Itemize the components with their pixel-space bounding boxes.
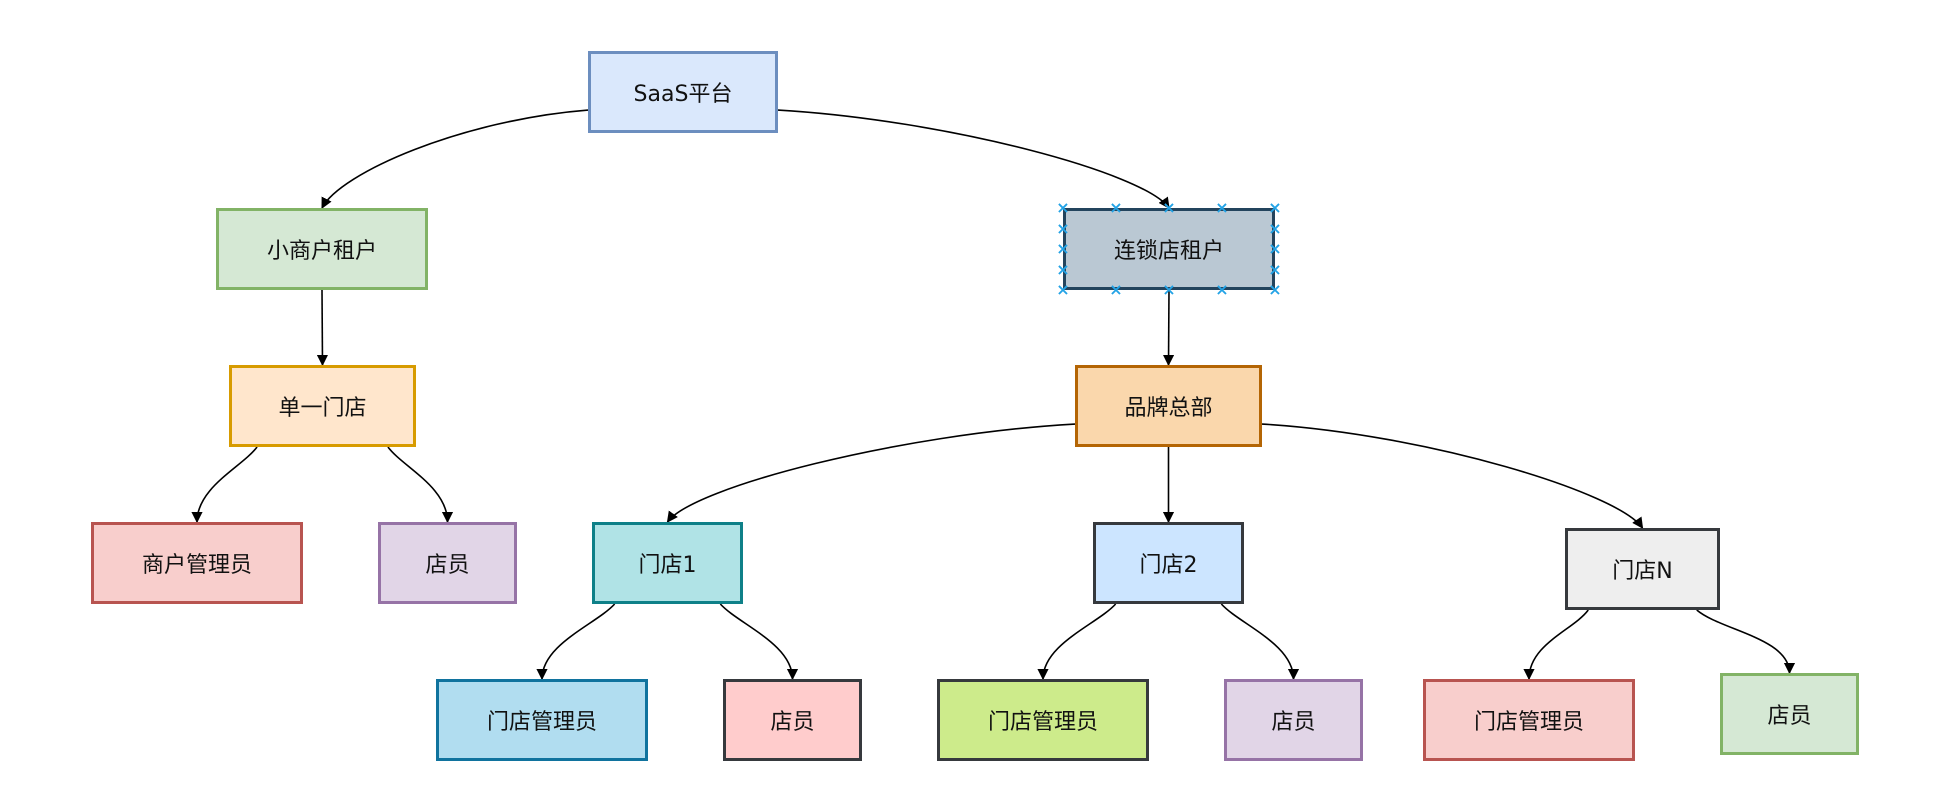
- node-label: SaaS平台: [633, 82, 733, 107]
- selection-handle-icon[interactable]: ×: [1215, 198, 1229, 217]
- node-store-admin[interactable]: 门店管理员: [937, 679, 1149, 761]
- node-label: 店员: [1271, 710, 1316, 735]
- node-store-admin[interactable]: 门店管理员: [436, 679, 648, 761]
- node-small-merchant-tenant[interactable]: 小商户租户: [216, 208, 428, 290]
- node-clerk[interactable]: 店员: [378, 522, 517, 604]
- selection-handle-icon[interactable]: ×: [1162, 198, 1176, 217]
- node-label: 门店管理员: [987, 710, 1098, 735]
- selection-handle-icon[interactable]: ×: [1109, 280, 1123, 299]
- node-label: 门店1: [638, 553, 697, 578]
- node-store-admin[interactable]: 门店管理员: [1423, 679, 1635, 761]
- node-single-store[interactable]: 单一门店: [229, 365, 416, 447]
- node-label: 店员: [770, 710, 815, 735]
- node-store-n[interactable]: 门店N: [1565, 528, 1720, 610]
- selection-handle-icon[interactable]: ×: [1056, 280, 1070, 299]
- node-chain-store-tenant[interactable]: 连锁店租户: [1063, 208, 1275, 290]
- node-saas-platform[interactable]: SaaS平台: [588, 51, 778, 133]
- edge-small_tenant-to-single_store[interactable]: [316, 289, 329, 367]
- node-label: 小商户租户: [266, 239, 377, 264]
- node-label: 商户管理员: [141, 553, 252, 578]
- selection-handle-icon[interactable]: ×: [1268, 280, 1282, 299]
- node-label: 门店管理员: [1473, 710, 1584, 735]
- node-label: 店员: [1767, 704, 1812, 729]
- edge-storeN-to-sN_admin[interactable]: [1523, 609, 1589, 681]
- node-label: 门店2: [1139, 553, 1198, 578]
- edge-storeN-to-sN_clerk[interactable]: [1696, 609, 1796, 675]
- selection-handle-icon[interactable]: ×: [1162, 280, 1176, 299]
- edge-hq-to-storeN[interactable]: [1261, 423, 1644, 529]
- edge-chain_tenant-to-hq[interactable]: [1162, 289, 1175, 367]
- edge-saas-to-chain_tenant[interactable]: [777, 109, 1170, 209]
- selection-handle-icon[interactable]: ×: [1056, 239, 1070, 258]
- edge-store2-to-s2_clerk[interactable]: [1220, 603, 1300, 681]
- node-clerk[interactable]: 店员: [1720, 673, 1859, 755]
- selection-handle-icon[interactable]: ×: [1109, 198, 1123, 217]
- node-label: 门店管理员: [486, 710, 597, 735]
- node-label: 门店N: [1612, 559, 1673, 584]
- selection-handle-icon[interactable]: ×: [1215, 280, 1229, 299]
- selection-handle-icon[interactable]: ×: [1056, 218, 1070, 238]
- node-store-1[interactable]: 门店1: [592, 522, 743, 604]
- selection-handle-icon[interactable]: ×: [1268, 218, 1282, 238]
- edge-single_store-to-small_clerk[interactable]: [387, 446, 454, 524]
- node-clerk[interactable]: 店员: [723, 679, 862, 761]
- edge-single_store-to-merchant_admin[interactable]: [191, 446, 258, 524]
- selection-handle-icon[interactable]: ×: [1268, 239, 1282, 258]
- edge-hq-to-store1[interactable]: [666, 423, 1076, 523]
- node-store-2[interactable]: 门店2: [1093, 522, 1244, 604]
- edge-store1-to-s1_clerk[interactable]: [719, 603, 799, 681]
- edge-store1-to-s1_admin[interactable]: [536, 603, 616, 681]
- node-label: 店员: [425, 553, 470, 578]
- node-label: 连锁店租户: [1113, 239, 1224, 264]
- node-label: 单一门店: [278, 396, 367, 421]
- edge-saas-to-small_tenant[interactable]: [321, 109, 589, 209]
- node-label: 品牌总部: [1124, 396, 1213, 421]
- edge-store2-to-s2_admin[interactable]: [1037, 603, 1117, 681]
- selection-handle-icon[interactable]: ×: [1268, 198, 1282, 217]
- selection-handle-icon[interactable]: ×: [1268, 259, 1282, 279]
- node-merchant-admin[interactable]: 商户管理员: [91, 522, 303, 604]
- node-brand-headquarters[interactable]: 品牌总部: [1075, 365, 1262, 447]
- selection-handle-icon[interactable]: ×: [1056, 259, 1070, 279]
- selection-handle-icon[interactable]: ×: [1056, 198, 1070, 217]
- node-clerk[interactable]: 店员: [1224, 679, 1363, 761]
